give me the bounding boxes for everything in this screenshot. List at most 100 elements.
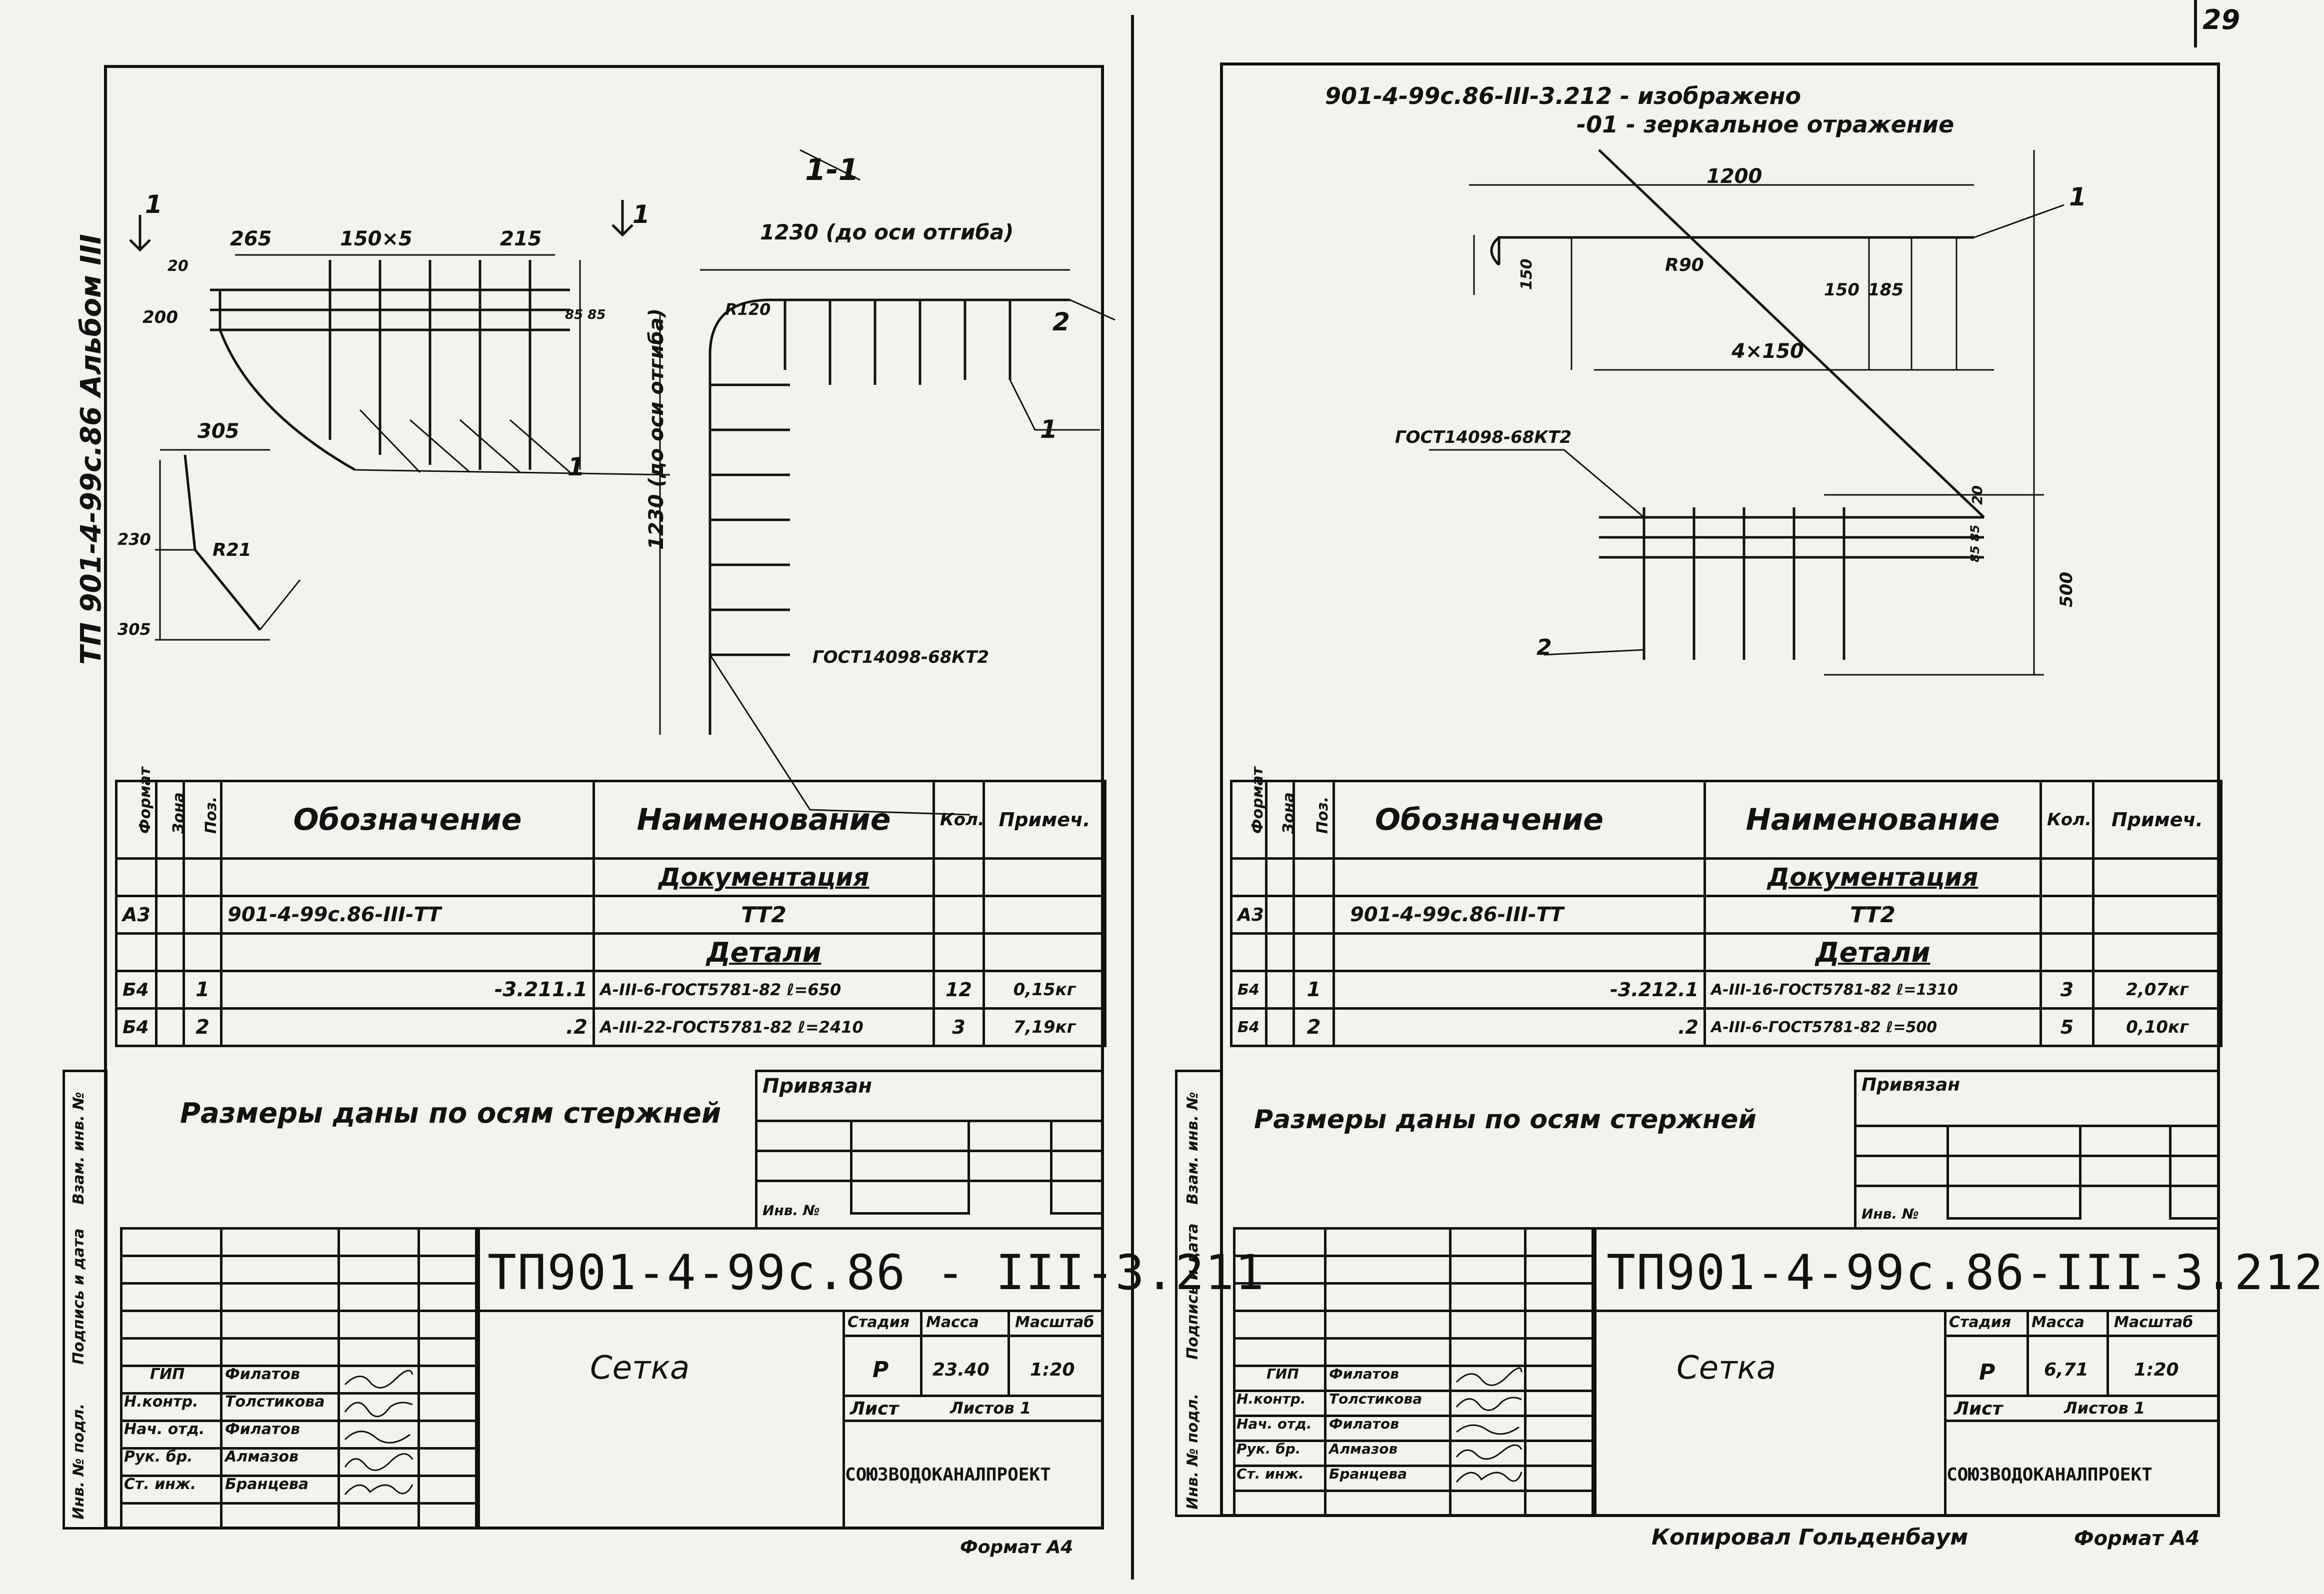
header-line: -01 - зеркальное отражение xyxy=(1576,111,1954,138)
col-designation: Обозначение xyxy=(1332,780,1706,860)
signatures xyxy=(340,1365,418,1505)
col-designation: Обозначение xyxy=(220,780,595,860)
sheet-divider xyxy=(1131,15,1134,1580)
dim-label: 500 xyxy=(2056,572,2076,607)
role-label: Нач. отд. xyxy=(1236,1416,1312,1432)
sidebar-label: Инв. № подл. xyxy=(70,1403,88,1520)
dim-label: 305 xyxy=(118,620,151,639)
inv-label: Инв. № xyxy=(1862,1206,1919,1222)
dim-label: 85 85 xyxy=(565,307,606,322)
listov-label: Листов 1 xyxy=(950,1399,1032,1418)
section-heading: Документация xyxy=(1704,857,2042,897)
dim-label: 1200 xyxy=(1706,165,1762,188)
stadia-label: Стадия xyxy=(848,1314,910,1331)
person-name: Филатов xyxy=(1329,1416,1399,1432)
dimensions-note: Размеры даны по осям стержней xyxy=(1254,1105,1756,1135)
masshtab-label: Масштаб xyxy=(2114,1314,2194,1331)
massa-value: 23.40 xyxy=(932,1360,990,1380)
masshtab-label: Масштаб xyxy=(1015,1314,1094,1331)
dim-label: 1230 (до оси отгиба) xyxy=(645,308,668,550)
spec-table: Формат Зона Поз. Обозначение Наименовани… xyxy=(1230,767,2222,1047)
dim-label: R21 xyxy=(212,540,252,560)
mesh-drawing xyxy=(120,149,1116,816)
col-zone: Зона xyxy=(155,780,188,860)
position-mark: 1 xyxy=(1040,415,1058,444)
col-pos: Поз. xyxy=(182,780,222,860)
col-format: Формат xyxy=(115,767,158,860)
gost-label: ГОСТ14098-68КТ2 xyxy=(812,647,990,667)
table-row: Б4 2 .2 А-III-6-ГОСТ5781-82 ℓ=500 5 0,10… xyxy=(1230,1007,2222,1047)
spec-header-row: Формат Зона Поз. Обозначение Наименовани… xyxy=(115,767,1106,860)
document-code: ТП901-4-99с.86-III-3.212 xyxy=(1606,1245,2324,1301)
album-title: ТП 901-4-99с.86 Альбом III xyxy=(75,234,108,665)
table-row: Б4 2 .2 А-III-22-ГОСТ5781-82 ℓ=2410 3 7,… xyxy=(115,1007,1106,1047)
role-label: Рук. бр. xyxy=(124,1448,193,1466)
copied-by: Копировал Гольденбаум xyxy=(1652,1525,1968,1550)
dim-label: 150 xyxy=(1824,280,1860,300)
sheet-right: Взам. инв. № Подпись и дата Инв. № подл.… xyxy=(1134,0,2323,1594)
stadia-label: Стадия xyxy=(1949,1314,2012,1331)
table-row: Б4 1 -3.211.1 А-III-6-ГОСТ5781-82 ℓ=650 … xyxy=(115,970,1106,1010)
dim-label: 20 xyxy=(1969,485,1986,505)
section-heading: Документация xyxy=(592,857,935,897)
dim-label: 20 xyxy=(168,257,188,275)
massa-label: Масса xyxy=(926,1314,979,1331)
format-label: Формат А4 xyxy=(2074,1527,2200,1550)
position-mark: 1 xyxy=(2069,182,2086,211)
dim-label: 185 xyxy=(1868,280,1904,300)
col-zone: Зона xyxy=(1265,780,1298,860)
list-label: Лист xyxy=(850,1399,899,1419)
mesh-drawing xyxy=(1334,149,2184,700)
dim-label: 215 xyxy=(500,227,542,250)
position-mark: 1 xyxy=(145,190,162,219)
col-qty: Кол. xyxy=(2040,780,2094,860)
person-name: Филатов xyxy=(1329,1366,1399,1382)
position-mark: 2 xyxy=(1052,307,1070,336)
role-label: Н.контр. xyxy=(1236,1391,1306,1407)
col-format: Формат xyxy=(1230,767,1268,860)
stadia-value: Р xyxy=(1979,1360,1996,1385)
dim-label: R120 xyxy=(725,300,771,319)
person-name: Филатов xyxy=(225,1421,300,1438)
sidebar-label: Взам. инв. № xyxy=(1184,1092,1202,1205)
sidebar-label: Инв. № подл. xyxy=(1184,1393,1202,1510)
header-line: 901-4-99с.86-III-3.212 - изображено xyxy=(1325,82,1802,109)
table-row: Б4 1 -3.212.1 А-III-16-ГОСТ5781-82 ℓ=131… xyxy=(1230,970,2222,1010)
document-title: Сетка xyxy=(1676,1350,1776,1387)
organization: СОЮЗВОДОКАНАЛПРОЕКТ xyxy=(1946,1465,2152,1485)
dim-label: 230 xyxy=(118,530,151,549)
listov-label: Листов 1 xyxy=(2064,1399,2146,1418)
role-label: ГИП xyxy=(1266,1366,1299,1382)
document-code: ТП901-4-99с.86 - III-3.211 xyxy=(488,1245,1265,1301)
table-row: Документация xyxy=(115,857,1106,897)
dim-label: 85 85 xyxy=(1968,524,1982,562)
section-heading: Детали xyxy=(1704,932,2042,972)
person-name: Бранцева xyxy=(1329,1466,1407,1482)
dim-label: 1230 (до оси отгиба) xyxy=(760,220,1014,244)
role-label: Н.контр. xyxy=(124,1393,198,1411)
table-row: А3 901-4-99с.86-III-ТТ ТТ2 xyxy=(115,895,1106,935)
sidebar-stamp xyxy=(62,1070,108,1530)
table-row: Документация xyxy=(1230,857,2222,897)
table-row: Детали xyxy=(115,932,1106,972)
person-name: Алмазов xyxy=(225,1448,298,1466)
list-label: Лист xyxy=(1954,1399,2003,1419)
section-heading: Детали xyxy=(592,932,935,972)
page-number: 29 xyxy=(2202,4,2240,35)
spec-table: Формат Зона Поз. Обозначение Наименовани… xyxy=(115,767,1106,1047)
organization: СОЮЗВОДОКАНАЛПРОЕКТ xyxy=(845,1465,1051,1485)
role-label: Ст. инж. xyxy=(1236,1466,1304,1482)
dim-label: 305 xyxy=(198,420,240,443)
format-label: Формат А4 xyxy=(960,1537,1074,1558)
inv-label: Инв. № xyxy=(762,1202,820,1219)
sidebar-label: Подпись и дата xyxy=(70,1228,88,1365)
position-mark: 2 xyxy=(1536,635,1552,660)
gost-label: ГОСТ14098-68КТ2 xyxy=(1395,427,1572,447)
col-name: Наименование xyxy=(1704,780,2042,860)
table-row: А3 901-4-99с.86-III-ТТ ТТ2 xyxy=(1230,895,2222,935)
dim-label: 200 xyxy=(142,307,178,327)
sidebar-label: Подпись и дата xyxy=(1184,1223,1202,1360)
person-name: Алмазов xyxy=(1329,1441,1398,1457)
dim-label: 150×5 xyxy=(340,227,412,250)
person-name: Толстикова xyxy=(225,1393,325,1411)
